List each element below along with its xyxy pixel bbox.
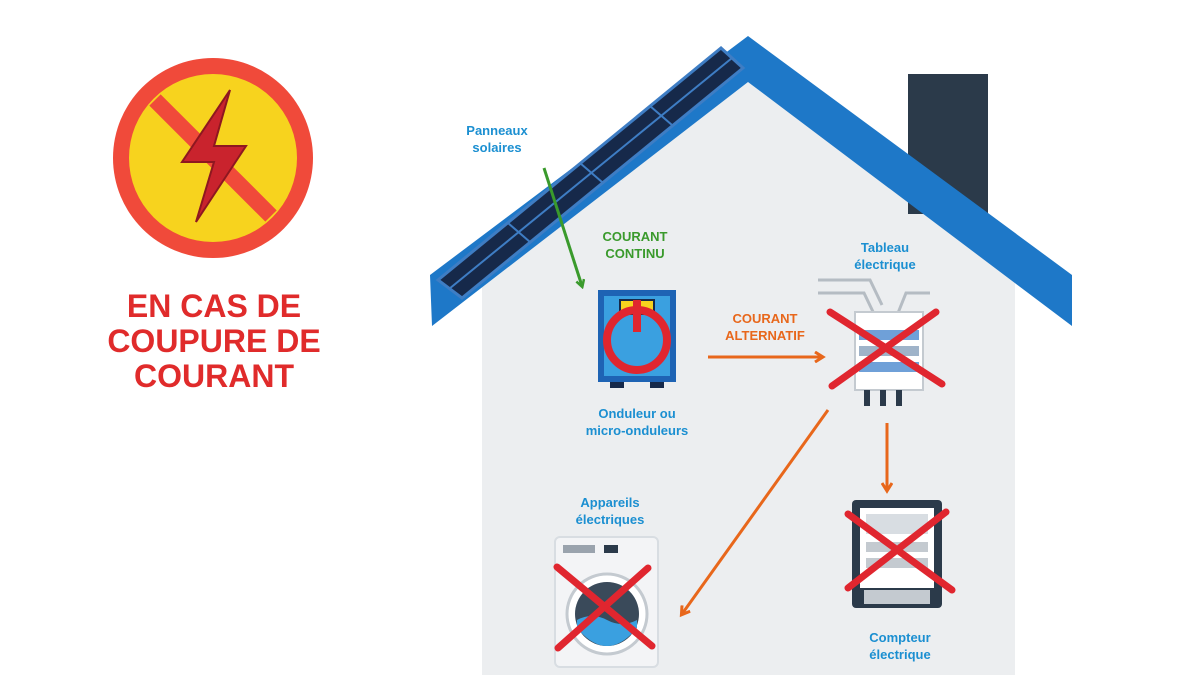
meter-label: Compteur électrique — [869, 630, 931, 662]
no-power-icon — [113, 58, 313, 258]
solar-panels-label: Panneaux solaires — [466, 123, 528, 155]
red-cross-icon — [826, 308, 946, 390]
inverter-icon — [598, 290, 676, 388]
panel-to-appliance-arrow — [682, 409, 830, 614]
breaker-panel-icon — [818, 278, 946, 406]
red-cross-icon — [844, 508, 956, 594]
electric-meter-icon — [844, 500, 956, 608]
dc-current-label: COURANT CONTINU — [602, 229, 668, 261]
breaker-panel-label: Tableau électrique — [854, 240, 916, 272]
washing-machine-icon — [553, 536, 659, 668]
inverter-label: Onduleur ou micro-onduleurs — [585, 406, 689, 438]
dc-current-arrow — [542, 167, 582, 286]
solar-panel-icon — [435, 46, 746, 300]
headline: EN CAS DE COUPURE DE COURANT — [107, 288, 321, 394]
ac-current-label: COURANT ALTERNATIF — [725, 311, 805, 343]
red-cross-icon — [553, 563, 656, 652]
appliances-label: Appareils électriques — [575, 495, 645, 527]
